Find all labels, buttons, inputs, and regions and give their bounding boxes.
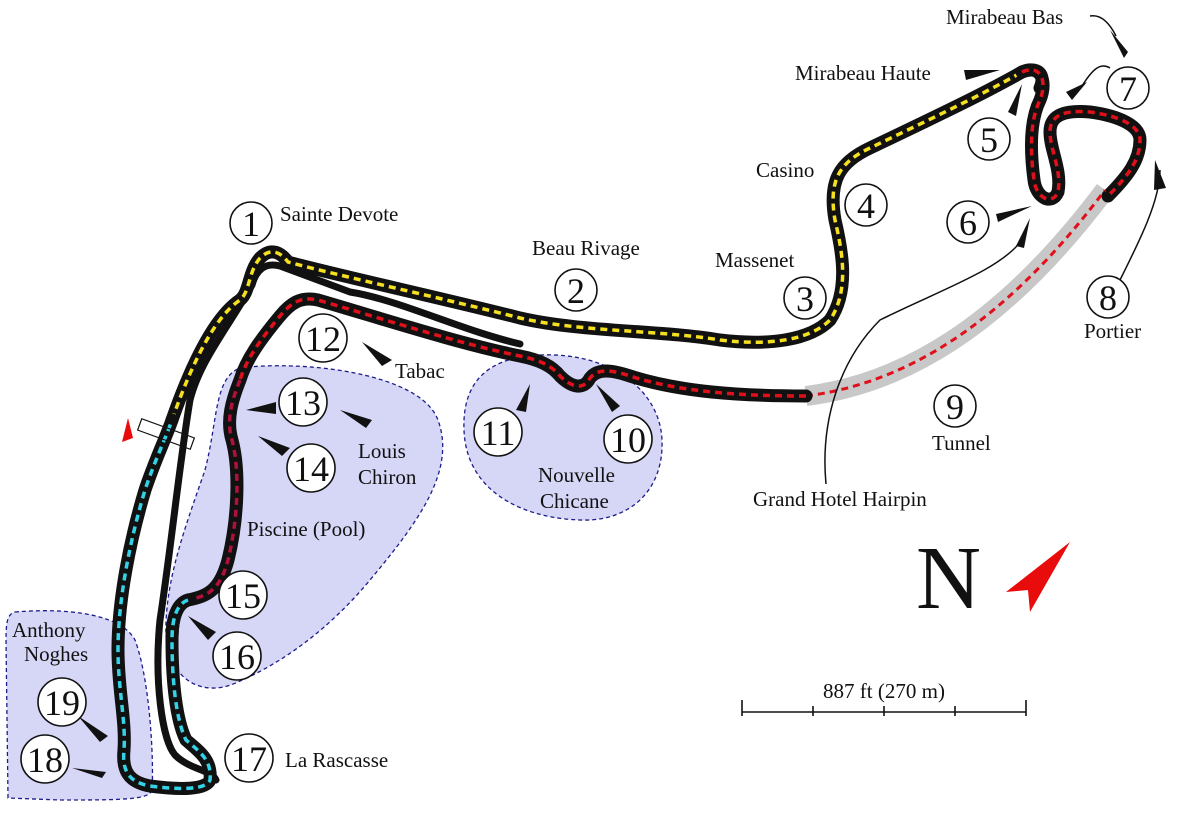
label-nouvelle: Nouvelle bbox=[538, 463, 615, 487]
label-connectors bbox=[824, 15, 1161, 485]
label-mirabeau-haute: Mirabeau Haute bbox=[795, 61, 931, 85]
svg-text:1: 1 bbox=[242, 204, 260, 244]
track-sector-2-hairpin-dash bbox=[1021, 68, 1142, 201]
corner-3-marker: 3 bbox=[783, 276, 827, 320]
svg-text:17: 17 bbox=[231, 739, 267, 779]
label-la-rascasse: La Rascasse bbox=[285, 748, 388, 772]
corner-19-marker: 19 bbox=[37, 677, 87, 727]
corner-markers: 1 2 3 4 5 6 7 8 9 10 11 12 13 14 15 16 1… bbox=[20, 66, 1150, 784]
svg-text:16: 16 bbox=[219, 637, 255, 677]
label-sainte-devote: Sainte Devote bbox=[280, 202, 398, 226]
corner-11-marker: 11 bbox=[473, 407, 523, 457]
label-anthony: Anthony bbox=[12, 618, 86, 642]
label-grand-hotel-hairpin: Grand Hotel Hairpin bbox=[753, 487, 927, 511]
corner-labels: Sainte Devote Beau Rivage Massenet Casin… bbox=[12, 5, 1141, 772]
label-casino: Casino bbox=[756, 158, 814, 182]
label-noghes: Noghes bbox=[24, 642, 88, 666]
label-piscine: Piscine (Pool) bbox=[247, 517, 365, 541]
svg-text:12: 12 bbox=[305, 319, 341, 359]
corner-14-marker: 14 bbox=[286, 443, 336, 493]
svg-text:9: 9 bbox=[946, 387, 964, 427]
corner-12-marker: 12 bbox=[298, 313, 348, 363]
corner-9-marker: 9 bbox=[933, 384, 977, 428]
north-label: N bbox=[916, 529, 981, 628]
scale-label: 887 ft (270 m) bbox=[823, 679, 945, 703]
label-beau-rivage: Beau Rivage bbox=[532, 236, 640, 260]
corner-1-marker: 1 bbox=[229, 201, 273, 245]
corner-10-marker: 10 bbox=[603, 414, 653, 464]
track-sector-1-dash bbox=[170, 70, 1023, 421]
track-sector-2-harbour-dash-red bbox=[238, 297, 807, 398]
corner-2-marker: 2 bbox=[554, 268, 598, 312]
svg-text:5: 5 bbox=[980, 120, 998, 160]
svg-text:8: 8 bbox=[1099, 278, 1117, 318]
corner-4-marker: 4 bbox=[844, 183, 888, 227]
corner-13-marker: 13 bbox=[278, 377, 328, 427]
corner-18-marker: 18 bbox=[20, 734, 70, 784]
svg-text:15: 15 bbox=[225, 576, 261, 616]
svg-text:2: 2 bbox=[567, 271, 585, 311]
start-finish-line bbox=[136, 418, 196, 450]
corner-15-marker: 15 bbox=[218, 570, 268, 620]
svg-text:3: 3 bbox=[796, 279, 814, 319]
svg-text:11: 11 bbox=[481, 413, 516, 453]
start-direction-arrow bbox=[122, 418, 133, 442]
track-sector-2-pool-dash bbox=[187, 379, 242, 602]
label-chiron: Chiron bbox=[358, 465, 417, 489]
label-tunnel: Tunnel bbox=[932, 431, 991, 455]
svg-text:19: 19 bbox=[44, 683, 80, 723]
label-louis: Louis bbox=[358, 439, 406, 463]
label-tabac: Tabac bbox=[395, 359, 445, 383]
svg-text:14: 14 bbox=[293, 449, 329, 489]
svg-text:10: 10 bbox=[610, 420, 646, 460]
zone-nouvelle-chicane bbox=[463, 354, 663, 521]
svg-text:7: 7 bbox=[1119, 69, 1137, 109]
svg-text:4: 4 bbox=[857, 186, 875, 226]
track-tunnel-dash bbox=[805, 189, 1107, 398]
corner-16-marker: 16 bbox=[212, 631, 262, 681]
corner-7-marker: 7 bbox=[1106, 66, 1150, 110]
label-chicane: Chicane bbox=[540, 489, 609, 513]
pit-lane bbox=[154, 261, 524, 784]
corner-8-marker: 8 bbox=[1086, 275, 1130, 319]
svg-text:6: 6 bbox=[959, 203, 977, 243]
label-portier: Portier bbox=[1084, 319, 1141, 343]
corner-pointers bbox=[72, 30, 1166, 778]
scale-bar bbox=[741, 700, 1027, 716]
corner-5-marker: 5 bbox=[967, 117, 1011, 161]
svg-text:13: 13 bbox=[285, 383, 321, 423]
north-arrow-icon bbox=[1006, 542, 1070, 612]
svg-text:18: 18 bbox=[27, 740, 63, 780]
track-sector-3-dash bbox=[116, 419, 212, 791]
corner-6-marker: 6 bbox=[946, 200, 990, 244]
label-mirabeau-bas: Mirabeau Bas bbox=[946, 5, 1063, 29]
corner-17-marker: 17 bbox=[224, 733, 274, 783]
label-massenet: Massenet bbox=[715, 248, 794, 272]
